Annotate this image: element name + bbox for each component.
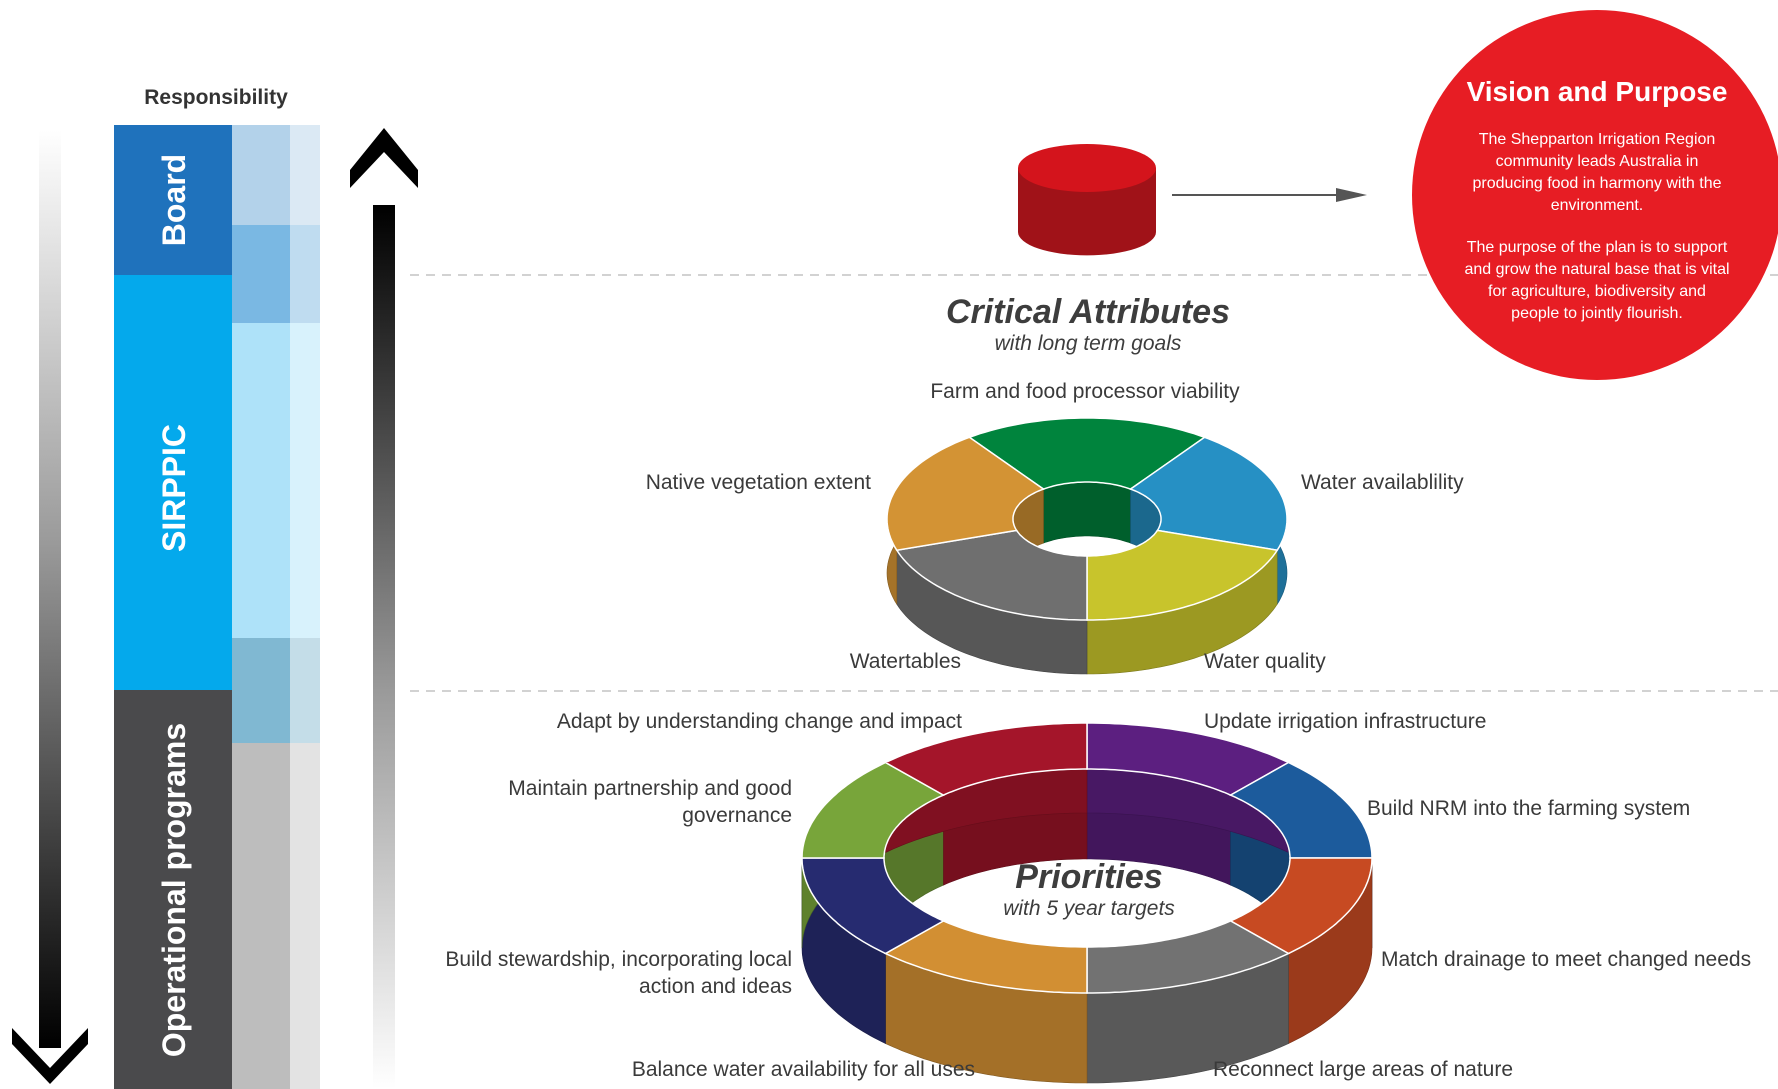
label-build-nrm: Build NRM into the farming system bbox=[1367, 797, 1690, 820]
responsibility-bar bbox=[114, 125, 320, 1089]
priorities-ring bbox=[801, 722, 1373, 1084]
critical-attributes-title: Critical Attributes bbox=[946, 293, 1230, 331]
priorities-subtitle: with 5 year targets bbox=[1003, 897, 1175, 920]
label-match-drainage: Match drainage to meet changed needs bbox=[1381, 948, 1751, 971]
vision-text-2: community leads Australia in bbox=[1496, 153, 1699, 170]
sirppic-label: SIRPPIC bbox=[156, 424, 192, 552]
label-water-availability: Water availablility bbox=[1301, 471, 1464, 494]
label-build-stewardship-1: Build stewardship, incorporating local bbox=[445, 948, 792, 971]
vision-text-8: people to jointly flourish. bbox=[1511, 305, 1683, 322]
operational-programs-label: Operational programs bbox=[156, 723, 192, 1057]
label-maintain-partnership-2: governance bbox=[682, 804, 792, 827]
label-water-quality: Water quality bbox=[1204, 650, 1326, 673]
connector-arrowhead bbox=[1336, 188, 1367, 202]
label-reconnect-nature: Reconnect large areas of nature bbox=[1213, 1058, 1513, 1081]
critical-segment-5 bbox=[886, 436, 1046, 552]
label-watertables: Watertables bbox=[850, 650, 961, 673]
vision-text-5: The purpose of the plan is to support bbox=[1467, 239, 1728, 256]
down-arrow bbox=[12, 130, 88, 1084]
vision-cylinder bbox=[1018, 144, 1156, 256]
critical-attributes-subtitle: with long term goals bbox=[995, 332, 1182, 355]
vision-text-4: environment. bbox=[1551, 197, 1644, 214]
up-arrow bbox=[350, 128, 418, 1089]
label-update-irrigation: Update irrigation infrastructure bbox=[1204, 710, 1486, 733]
vision-title: Vision and Purpose bbox=[1467, 76, 1728, 107]
responsibility-heading: Responsibility bbox=[144, 86, 288, 109]
board-label: Board bbox=[156, 154, 192, 246]
critical-attributes-donut bbox=[886, 417, 1288, 675]
label-native-vegetation: Native vegetation extent bbox=[646, 471, 871, 494]
priorities-title: Priorities bbox=[1015, 858, 1162, 896]
label-adapt: Adapt by understanding change and impact bbox=[557, 710, 962, 733]
vision-text-6: and grow the natural base that is vital bbox=[1464, 261, 1729, 278]
critical-segment-1-inner-wall bbox=[1043, 481, 1131, 544]
label-build-stewardship-2: action and ideas bbox=[639, 975, 792, 998]
vision-circle bbox=[1412, 10, 1778, 380]
vision-text-1: The Shepparton Irrigation Region bbox=[1479, 131, 1716, 148]
label-balance-water: Balance water availability for all uses bbox=[632, 1058, 975, 1081]
label-maintain-partnership-1: Maintain partnership and good bbox=[508, 777, 792, 800]
vision-text-7: for agriculture, biodiversity and bbox=[1488, 283, 1706, 300]
vision-text-3: producing food in harmony with the bbox=[1472, 175, 1721, 192]
label-farm-viability: Farm and food processor viability bbox=[930, 380, 1240, 403]
priority-segment-8 bbox=[883, 722, 1088, 796]
